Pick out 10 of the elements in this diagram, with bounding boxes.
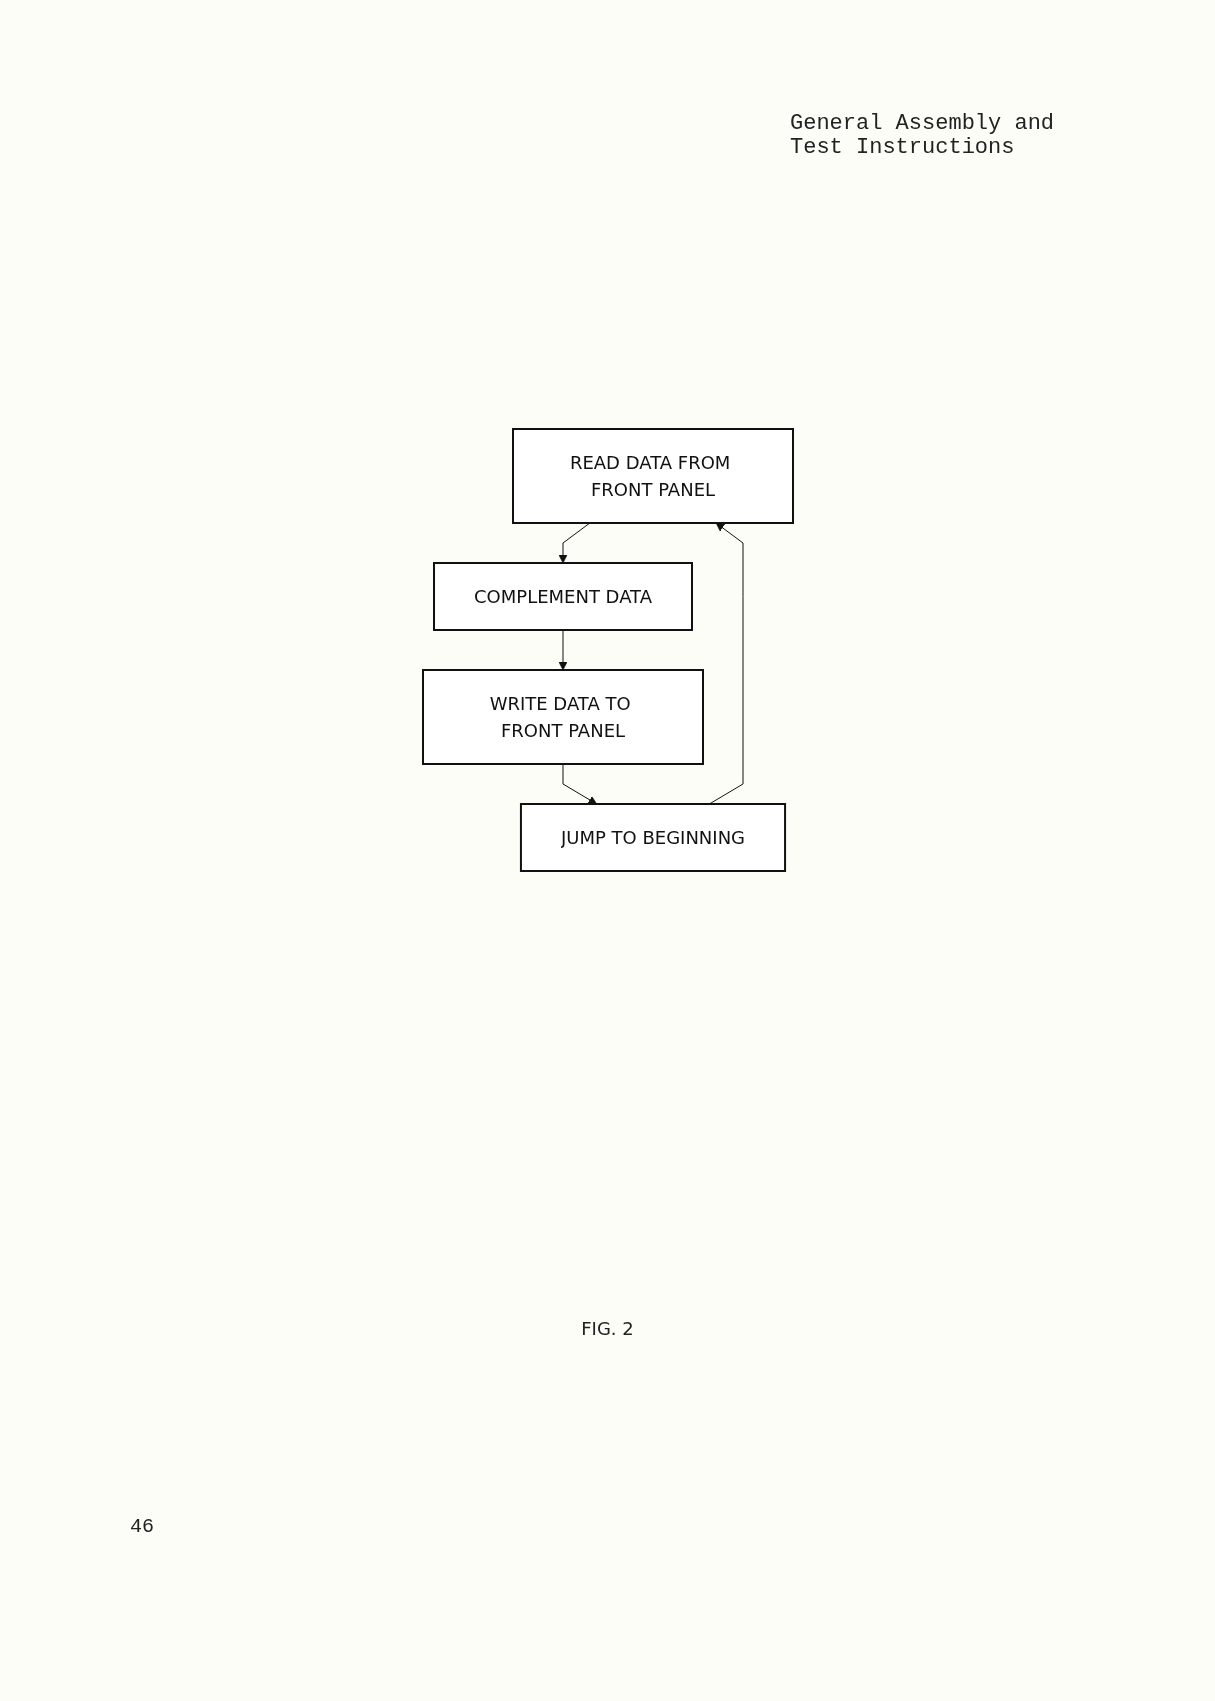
header-text: General Assembly and Test Instructions	[790, 112, 1056, 160]
page-number: 46	[130, 1515, 154, 1538]
arrow	[708, 522, 743, 805]
arrow	[558, 629, 567, 671]
arrow	[562, 763, 597, 805]
node-box: READ DATA FROM FRONT PANEL	[511, 428, 794, 524]
node-box: COMPLEMENT DATA	[432, 562, 693, 631]
figure-caption: FIG. 2	[581, 1318, 634, 1339]
arrow	[558, 522, 590, 564]
node-box: WRITE DATA TO FRONT PANEL	[421, 669, 704, 765]
